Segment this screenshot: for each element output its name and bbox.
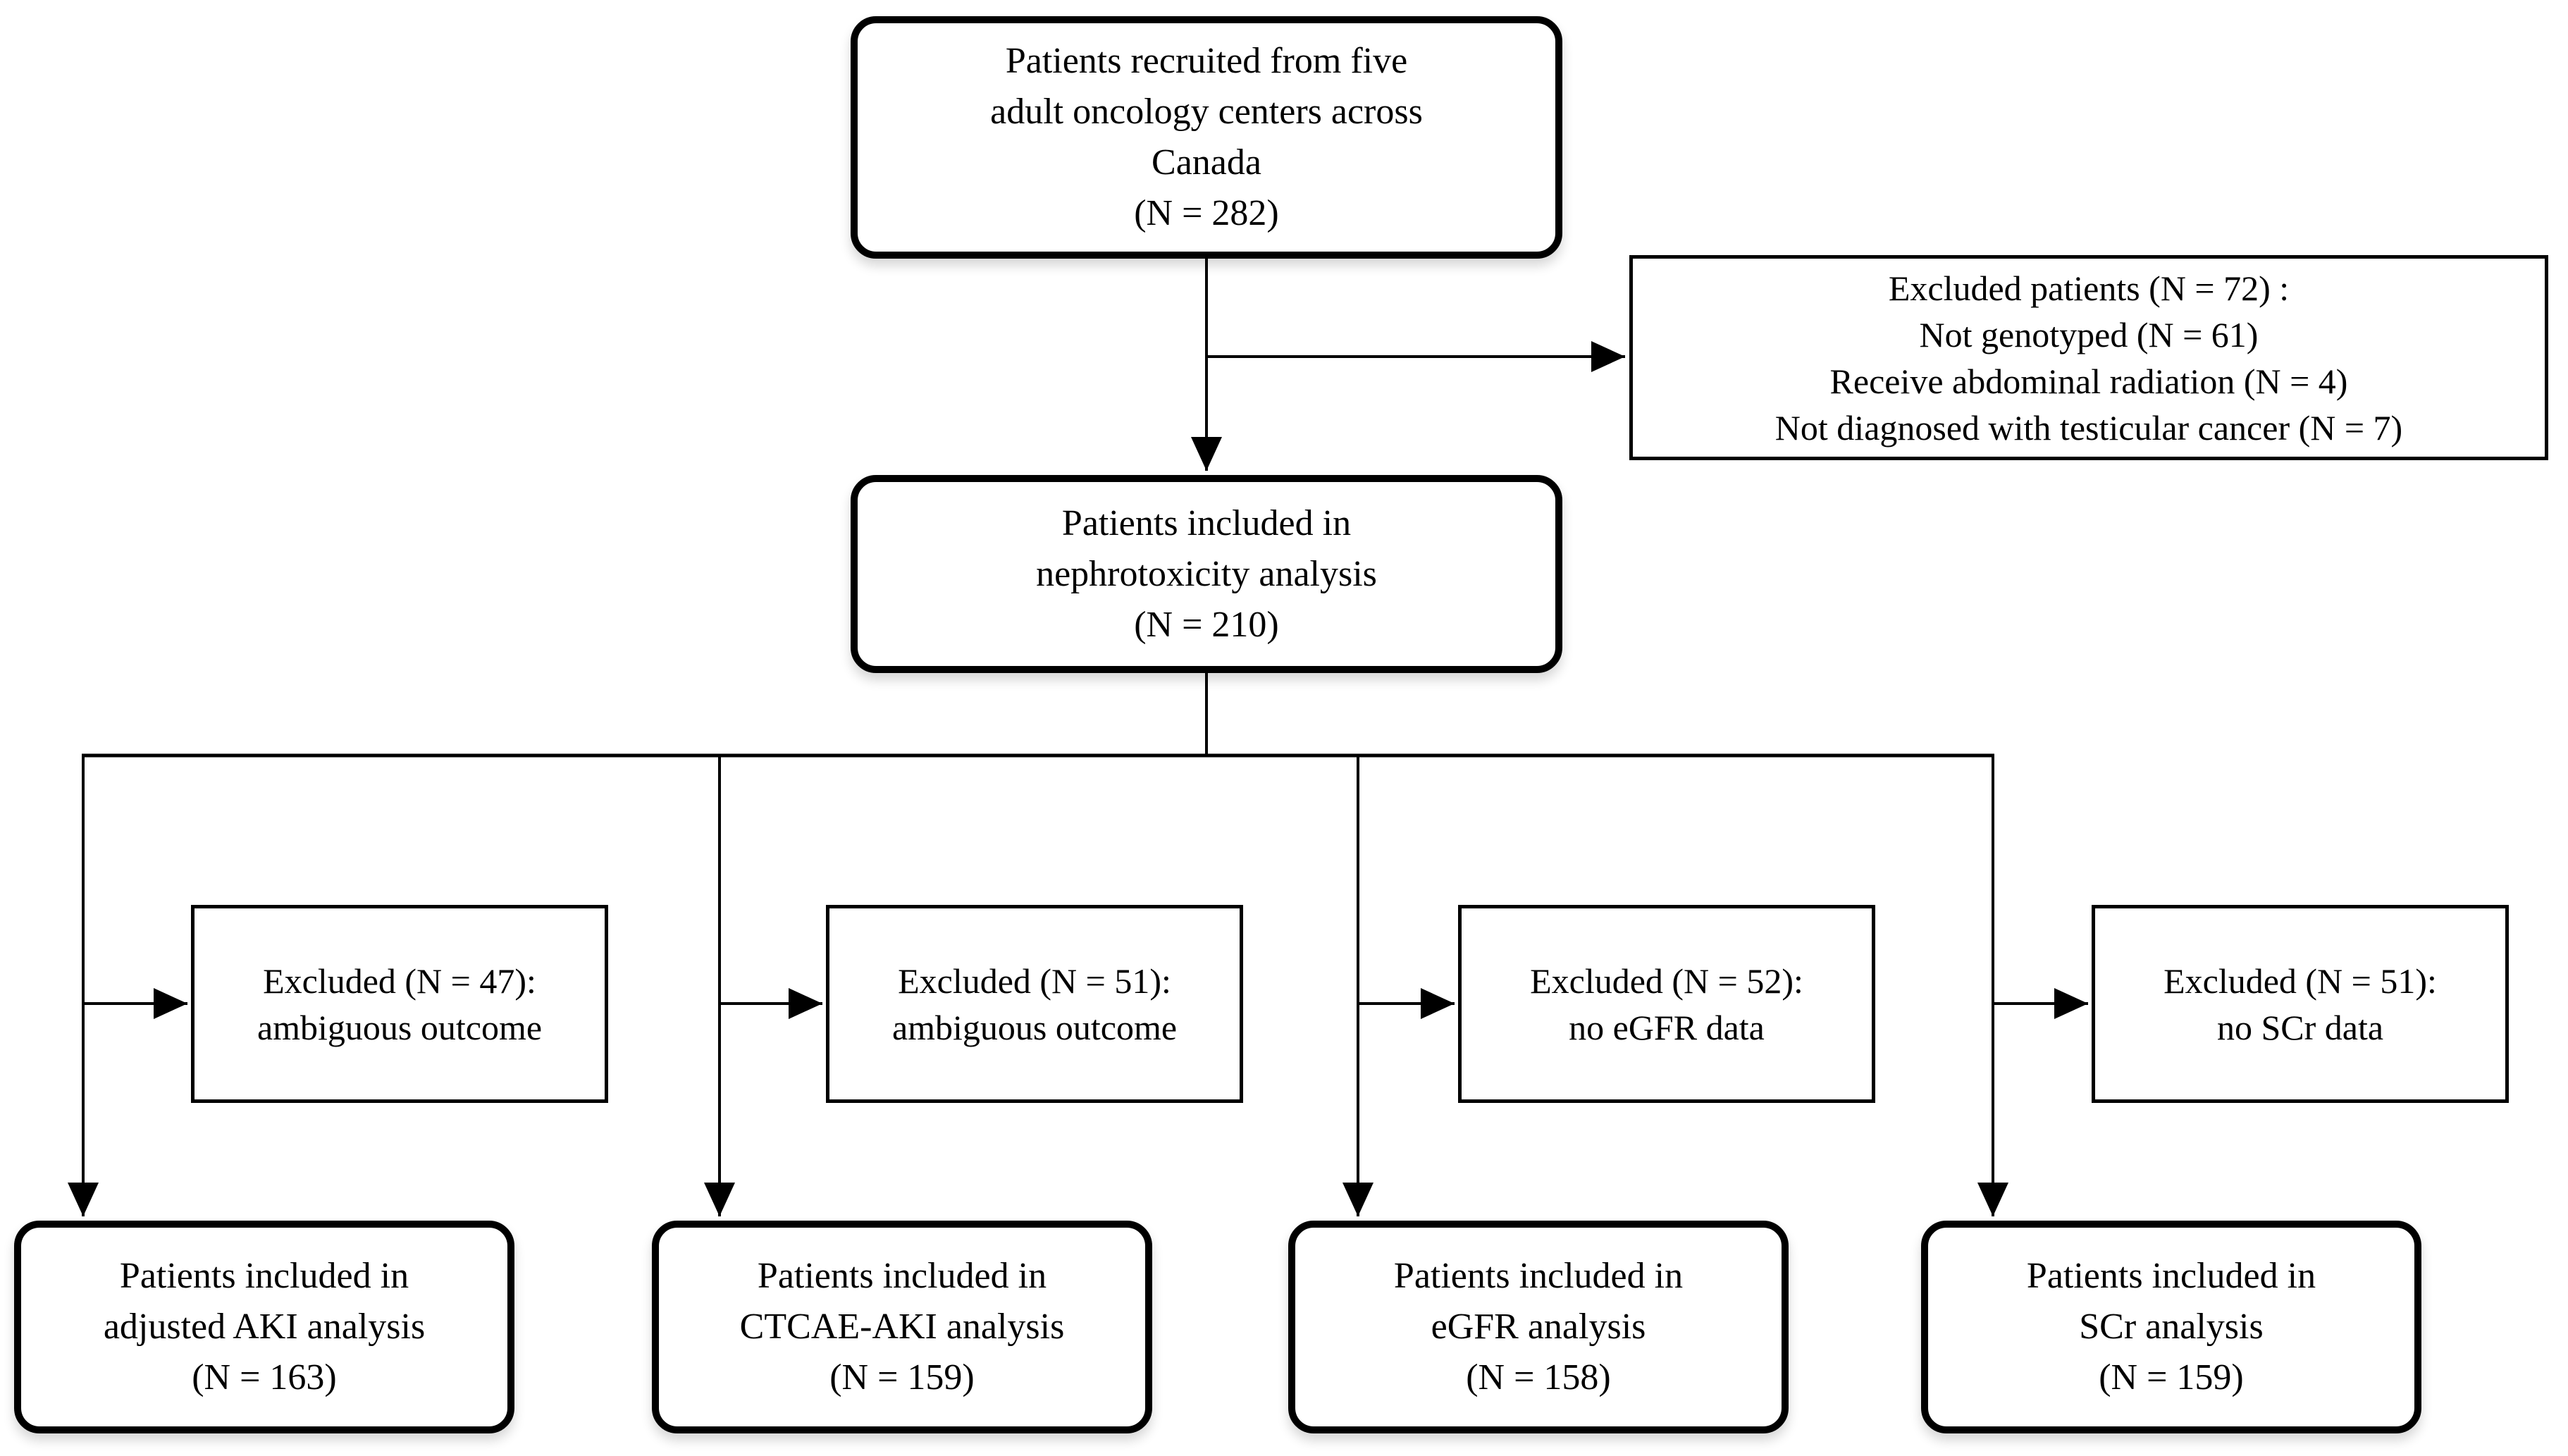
box-line: adjusted AKI analysis: [103, 1307, 426, 1347]
box-line: Receive abdominal radiation (N = 4): [1829, 361, 2348, 401]
box-line: Patients included in: [1061, 502, 1352, 543]
box-line: Patients included in: [119, 1256, 409, 1296]
box-line: nephrotoxicity analysis: [1036, 553, 1377, 594]
box-line: ambiguous outcome: [891, 1007, 1178, 1047]
box-line: no SCr data: [2216, 1007, 2384, 1047]
box-line: Excluded (N = 47):: [263, 961, 536, 1001]
box-excluded-ctcae-aki: Excluded (N = 51): ambiguous outcome: [826, 905, 1243, 1103]
box-line: (N = 159): [829, 1357, 975, 1398]
box-line: Patients included in: [757, 1256, 1047, 1296]
box-line: Excluded (N = 52):: [1530, 961, 1803, 1001]
box-line: Patients included in: [2026, 1256, 2316, 1296]
box-final-scr: Patients included in SCr analysis (N = 1…: [1921, 1221, 2421, 1433]
box-recruited: Patients recruited from five adult oncol…: [851, 16, 1562, 259]
box-line: Canada: [1152, 142, 1261, 183]
box-line: (N = 210): [1134, 604, 1279, 645]
box-line: Patients recruited from five: [1005, 41, 1408, 81]
box-excluded-patients: Excluded patients (N = 72) : Not genotyp…: [1629, 255, 2548, 460]
box-line: no eGFR data: [1569, 1007, 1765, 1047]
box-line: Excluded (N = 51):: [2163, 961, 2437, 1001]
box-line: Not diagnosed with testicular cancer (N …: [1774, 407, 2403, 448]
box-line: CTCAE-AKI analysis: [739, 1307, 1065, 1347]
box-line: (N = 282): [1134, 193, 1279, 233]
box-line: Excluded patients (N = 72) :: [1888, 268, 2290, 308]
box-excluded-egfr: Excluded (N = 52): no eGFR data: [1458, 905, 1875, 1103]
box-line: ambiguous outcome: [257, 1007, 543, 1047]
box-line: Patients included in: [1393, 1256, 1684, 1296]
box-line: SCr analysis: [2079, 1307, 2264, 1347]
box-line: (N = 158): [1466, 1357, 1611, 1398]
box-final-egfr: Patients included in eGFR analysis (N = …: [1288, 1221, 1789, 1433]
box-line: eGFR analysis: [1431, 1307, 1646, 1347]
box-line: Not genotyped (N = 61): [1919, 314, 2259, 354]
box-line: adult oncology centers across: [990, 92, 1423, 132]
box-excluded-scr: Excluded (N = 51): no SCr data: [2092, 905, 2509, 1103]
box-nephrotoxicity: Patients included in nephrotoxicity anal…: [851, 475, 1562, 673]
box-line: (N = 159): [2099, 1357, 2244, 1398]
box-line: (N = 163): [192, 1357, 337, 1398]
box-line: Excluded (N = 51):: [898, 961, 1171, 1001]
box-final-ctcae-aki: Patients included in CTCAE-AKI analysis …: [652, 1221, 1152, 1433]
box-excluded-adjusted-aki: Excluded (N = 47): ambiguous outcome: [191, 905, 608, 1103]
box-final-adjusted-aki: Patients included in adjusted AKI analys…: [14, 1221, 514, 1433]
